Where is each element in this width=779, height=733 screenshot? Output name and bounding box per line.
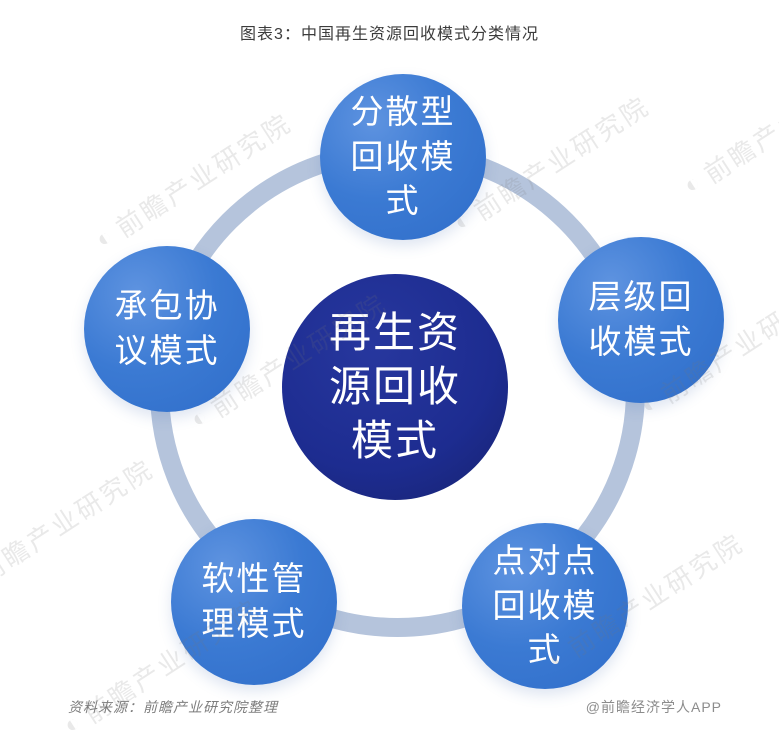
watermark-logo-icon: ◐ — [678, 166, 709, 200]
node-soft-management-mode: 软性管 理模式 — [171, 519, 337, 685]
figure-title: 图表3：中国再生资源回收模式分类情况 — [240, 26, 539, 43]
center-node-recycling-mode: 再生资 源回收 模式 — [282, 274, 508, 500]
watermark-text: 前瞻产业研究院 — [698, 53, 779, 190]
node-hierarchical-recycling-mode: 层级回 收模式 — [558, 237, 724, 403]
center-node-label: 再生资 源回收 模式 — [328, 308, 461, 465]
node-label: 层级回 收模式 — [588, 277, 694, 361]
footer-source-note: 资料来源：前瞻产业研究院整理 — [68, 699, 278, 715]
node-label: 软性管 理模式 — [201, 559, 307, 643]
node-label: 点对点 回收模 式 — [492, 540, 598, 670]
footer-brand-note: @前瞻经济学人APP — [585, 699, 722, 715]
node-dispersed-recycling-mode: 分散型 回收模 式 — [320, 74, 486, 240]
watermark: ◐ 前瞻产业研究院 — [676, 49, 779, 203]
watermark-text: 前瞻产业研究院 — [0, 453, 160, 590]
node-label: 承包协 议模式 — [114, 286, 220, 370]
node-label: 分散型 回收模 式 — [350, 91, 456, 221]
watermark: ◐ 前瞻产业研究院 — [0, 449, 160, 603]
node-point-to-point-recycling-mode: 点对点 回收模 式 — [462, 523, 628, 689]
watermark-logo-icon: ◐ — [90, 220, 121, 254]
node-contract-agreement-mode: 承包协 议模式 — [84, 246, 250, 412]
